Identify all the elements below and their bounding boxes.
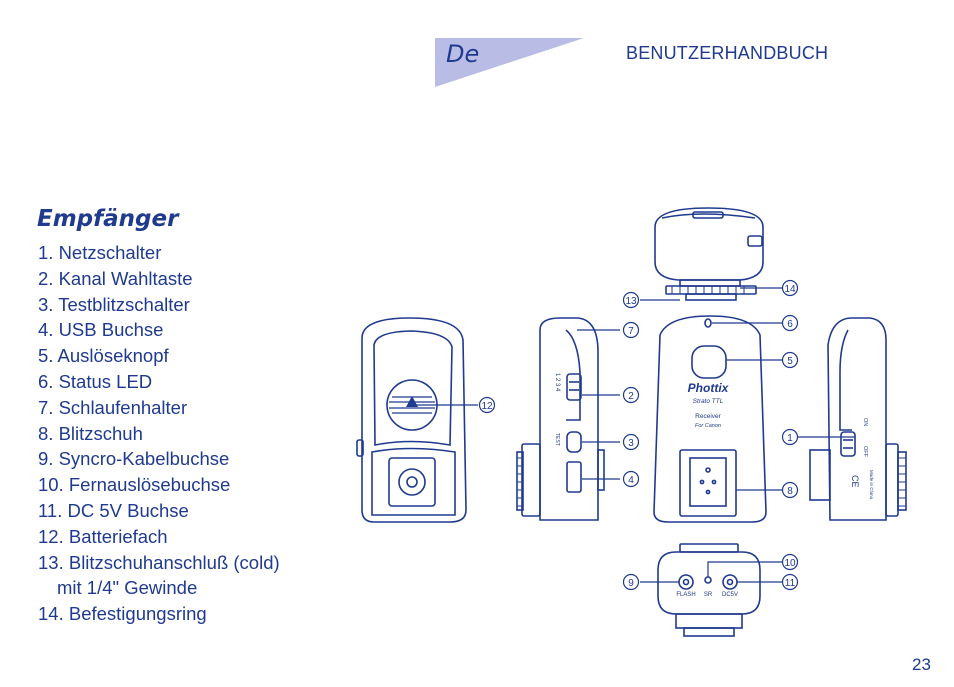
left-side-view: 1 2 3 4 TEST xyxy=(516,317,605,521)
made-in-label: Made in China xyxy=(869,470,874,500)
brand-logo: Phottix xyxy=(688,381,730,395)
callout-label: 2 xyxy=(628,391,634,402)
callout-label: 14 xyxy=(784,284,796,295)
callout-label: 6 xyxy=(787,319,793,330)
list-item: 4. USB Buchse xyxy=(38,319,164,341)
list-item: 3. Testblitzschalter xyxy=(38,293,190,315)
callout-label: 13 xyxy=(625,296,637,307)
list-item: 5. Auslöseknopf xyxy=(38,345,169,367)
callout-label: 8 xyxy=(787,486,793,497)
callout-label: 12 xyxy=(481,401,493,412)
channel-digits: 1 2 3 4 xyxy=(554,373,560,392)
list-item: 9. Syncro-Kabelbuchse xyxy=(38,448,230,470)
power-switch-icon xyxy=(840,431,856,457)
switch-off-label: OFF xyxy=(862,446,868,458)
list-item: 6. Status LED xyxy=(38,370,153,392)
header-title: BENUTZERHANDBUCH xyxy=(626,43,829,63)
callout-circle xyxy=(622,470,640,488)
list-item: 14. Befestigungsring xyxy=(38,603,207,625)
list-item: 1. Netzschalter xyxy=(38,242,162,263)
back-view xyxy=(356,317,467,523)
for-canon-label: For Canon xyxy=(695,423,721,429)
bottom-view: FLASH SR DC5V xyxy=(657,543,761,637)
dc-port-icon xyxy=(722,574,738,590)
receiver-label: Receiver xyxy=(695,413,721,420)
ce-mark: CE xyxy=(850,475,860,488)
list-item-13-line1: 13. Blitzschuhanschluß (cold) xyxy=(38,551,280,573)
list-item: 11. DC 5V Buchse xyxy=(38,499,189,521)
callout-circle xyxy=(781,553,799,571)
callout-circle xyxy=(781,279,799,297)
callout-label: 5 xyxy=(787,356,793,367)
list-item: 12. Batteriefach xyxy=(38,525,168,547)
top-view xyxy=(654,207,764,301)
list-item: 8. Blitzschuh xyxy=(38,422,143,444)
sr-port-label: SR xyxy=(704,592,713,598)
callout-circle xyxy=(781,481,799,499)
flash-port-icon xyxy=(678,574,694,590)
callout-label: 7 xyxy=(628,326,634,337)
callout-label: 9 xyxy=(628,578,634,589)
callout-circle xyxy=(622,433,640,451)
callout-label: 4 xyxy=(628,475,634,486)
parts-list: 1. Netzschalter 2. Kanal Wahltaste 3. Te… xyxy=(38,240,280,627)
list-item: 7. Schlaufenhalter xyxy=(38,396,188,418)
switch-on-label: ON xyxy=(862,418,868,426)
list-item-13-line2: mit 1/4" Gewinde xyxy=(57,577,198,599)
callouts xyxy=(478,279,799,591)
language-tab-shape xyxy=(435,38,584,87)
language-tag: De xyxy=(446,40,480,68)
trigger-button-icon xyxy=(691,345,727,379)
sr-port-icon xyxy=(704,576,712,584)
list-item-13: 13. Blitzschuhanschluß (cold) mit 1/4" G… xyxy=(38,550,280,602)
leader-lines xyxy=(412,287,855,583)
page-number: 23 xyxy=(912,655,931,674)
callout-label: 1 xyxy=(787,433,793,444)
callout-circle xyxy=(781,428,799,446)
callout-circle xyxy=(622,291,640,309)
callout-circle xyxy=(781,314,799,332)
callout-label: 10 xyxy=(784,558,796,569)
callout-label: 11 xyxy=(785,578,796,589)
callout-circle xyxy=(622,321,640,339)
model-label: Strato TTL xyxy=(693,398,724,405)
right-side-view: ON OFF CE Made in China xyxy=(809,317,907,521)
callout-label: 3 xyxy=(628,438,634,449)
section-title: Empfänger xyxy=(37,206,179,232)
list-item: 2. Kanal Wahltaste xyxy=(38,267,193,289)
callout-circle xyxy=(622,573,640,591)
list-item: 10. Fernauslösebuchse xyxy=(38,474,231,496)
callout-circle xyxy=(622,386,640,404)
front-view: Phottix Strato TTL Receiver For Canon xyxy=(653,315,767,523)
callout-circle xyxy=(781,573,799,591)
callout-circle xyxy=(478,396,496,414)
status-led-icon xyxy=(704,318,712,328)
dc-port-label: DC5V xyxy=(722,592,738,598)
callout-circle xyxy=(781,351,799,369)
test-label: TEST xyxy=(554,433,560,446)
flash-port-label: FLASH xyxy=(676,592,695,598)
